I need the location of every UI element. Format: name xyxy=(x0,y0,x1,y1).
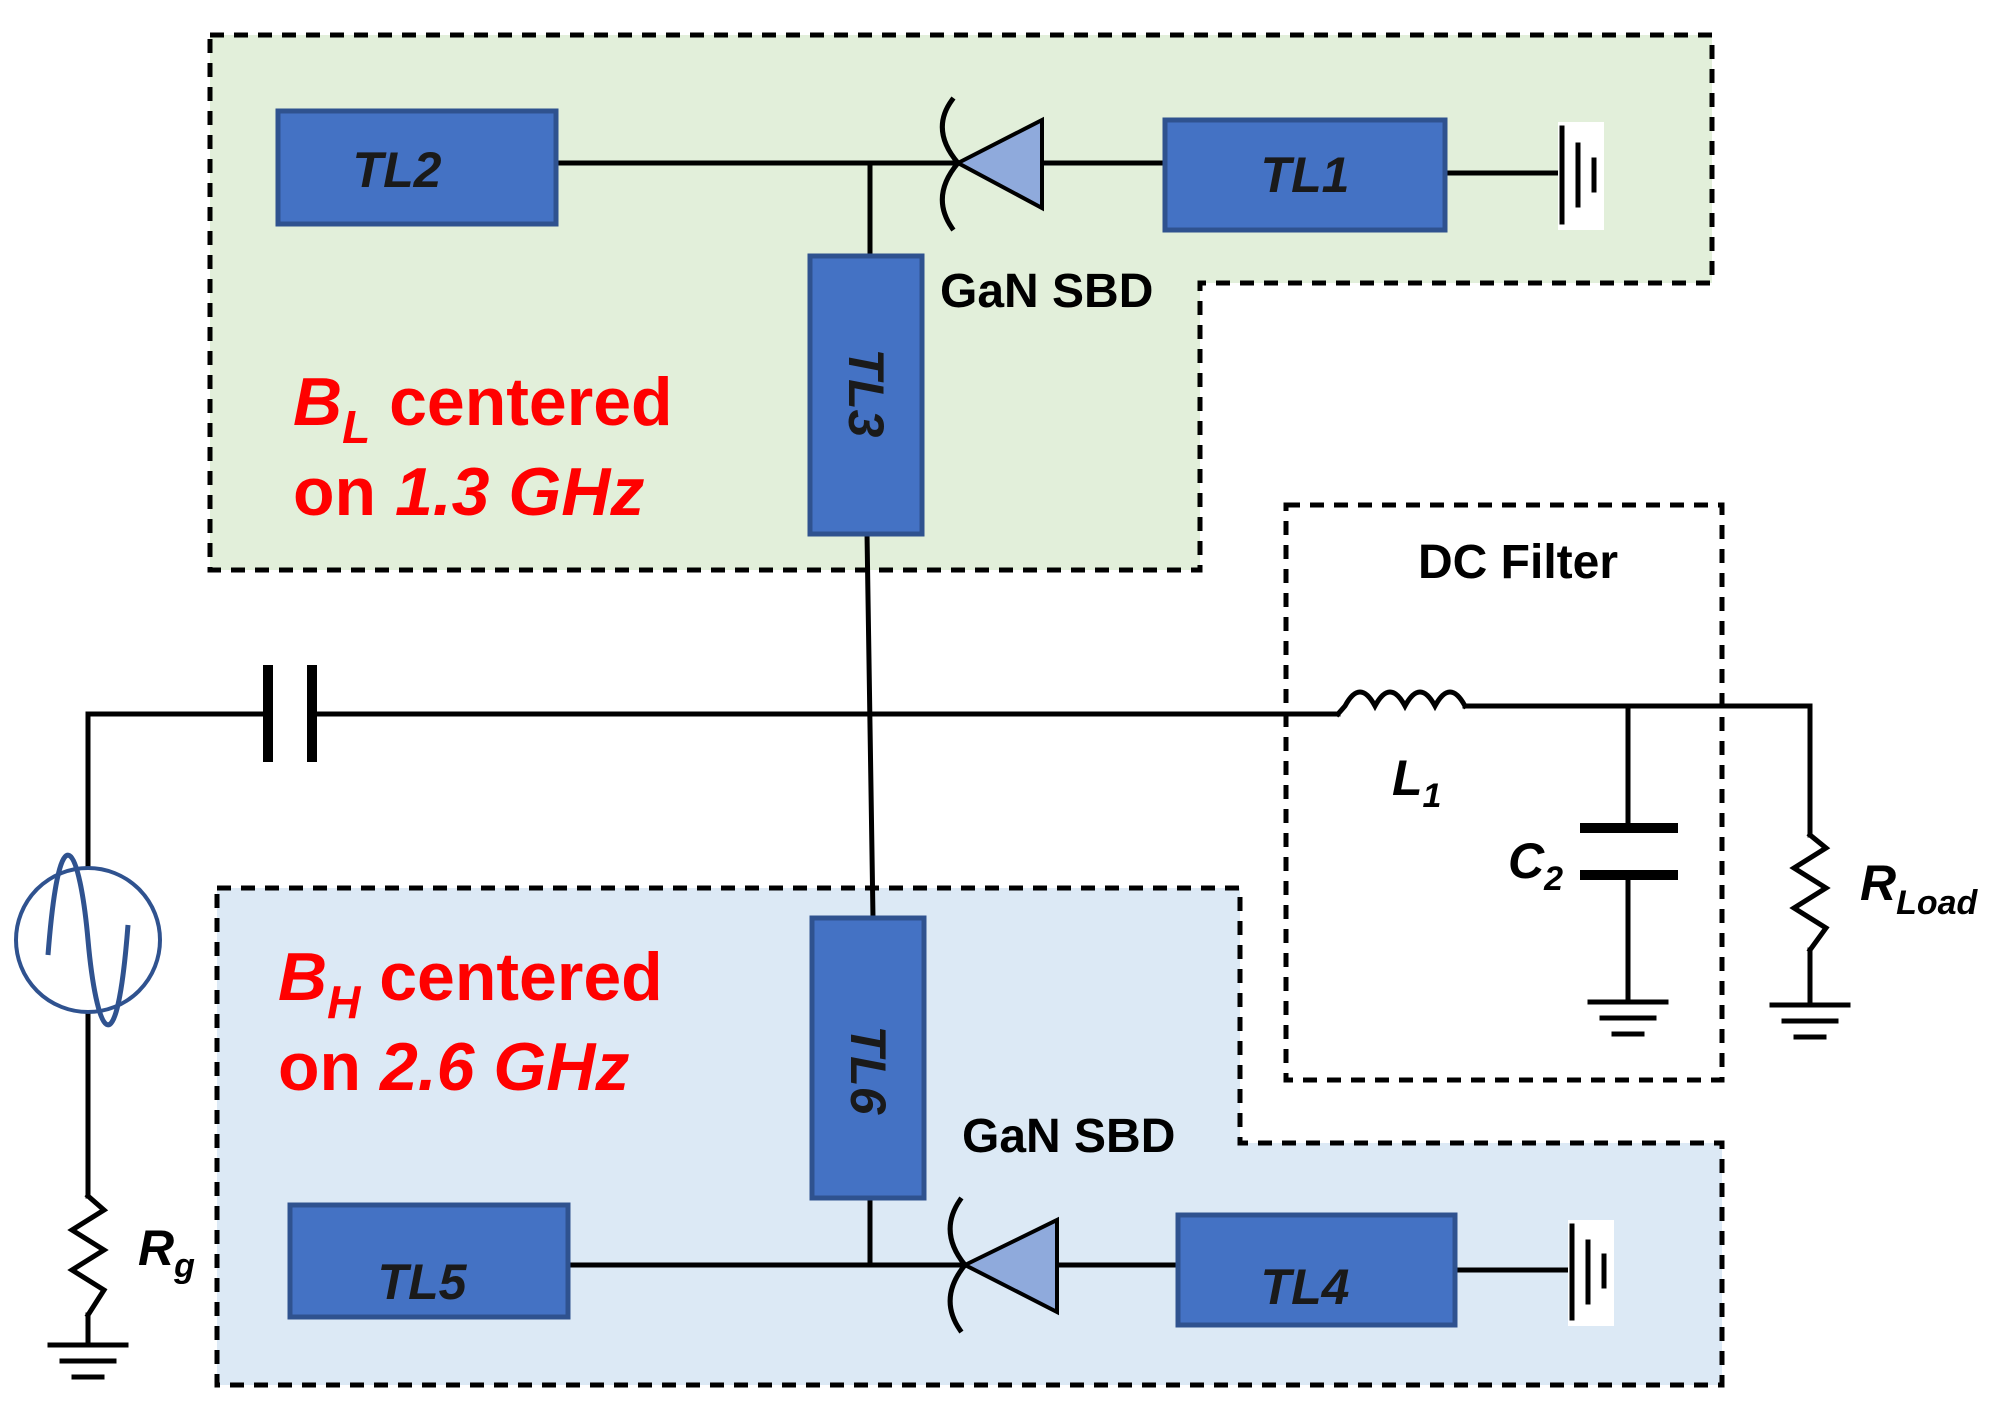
source-resistor-icon xyxy=(67,1192,109,1319)
svg-text:BL centered: BL centered xyxy=(293,364,673,453)
load-label-sub: Load xyxy=(1896,884,1978,922)
band-low-label: BL centered on 1.3 GHz xyxy=(293,364,673,530)
tl4-label: TL4 xyxy=(1261,1259,1350,1315)
capacitor-label-main: C xyxy=(1508,833,1545,889)
band-high-label: BH centered on 2.6 GHz xyxy=(278,939,663,1105)
diode-top-icon xyxy=(939,96,1044,232)
tl2-block: TL2 xyxy=(275,108,559,227)
diode-bottom-icon xyxy=(947,1196,1059,1334)
tl5-label: TL5 xyxy=(378,1254,468,1310)
load-label-main: R xyxy=(1860,855,1896,911)
diode-top-label: GaN SBD xyxy=(940,265,1153,318)
source-resistor-label: Rg xyxy=(138,1220,195,1285)
band-low-label-rest: centered xyxy=(370,364,672,440)
dc-filter-title: DC Filter xyxy=(1418,536,1618,589)
ground-bottom-icon xyxy=(1568,1220,1614,1326)
ground-source-icon xyxy=(47,1342,129,1380)
series-capacitor-icon xyxy=(263,665,317,762)
capacitor-label-sub: 2 xyxy=(1543,860,1563,898)
band-high-label-on: on xyxy=(278,1029,380,1105)
band-high-label-freq: 2.6 GHz xyxy=(378,1029,629,1105)
tl1-block: TL1 xyxy=(1162,117,1448,233)
tl1-label: TL1 xyxy=(1261,147,1350,203)
tl3-block: TL3 xyxy=(807,253,925,537)
band-high-label-b: B xyxy=(278,939,327,1015)
tl6-block: TL6 xyxy=(809,915,927,1201)
band-high-label-rest: centered xyxy=(360,939,662,1015)
svg-text:BH centered: BH centered xyxy=(278,939,663,1028)
svg-text:on 2.6 GHz: on 2.6 GHz xyxy=(278,1029,629,1105)
band-high-label-sub: H xyxy=(327,976,361,1028)
tl5-block: TL5 xyxy=(287,1202,571,1320)
source-resistor-label-sub: g xyxy=(173,1247,195,1285)
tl6-label: TL6 xyxy=(840,1026,896,1116)
ground-load-icon xyxy=(1769,1002,1851,1040)
ground-capacitor-icon xyxy=(1587,999,1669,1037)
band-low-label-on: on xyxy=(293,454,395,530)
inductor-label: L1 xyxy=(1392,750,1441,815)
band-low-label-sub: L xyxy=(342,401,370,453)
tl4-block: TL4 xyxy=(1175,1212,1458,1328)
source-resistor-label-main: R xyxy=(138,1220,174,1276)
diode-bottom-label: GaN SBD xyxy=(962,1110,1175,1163)
wires xyxy=(85,160,1813,1348)
capacitor-label: C2 xyxy=(1508,833,1563,898)
ground-top-icon xyxy=(1558,122,1604,230)
shunt-capacitor-icon xyxy=(1580,823,1678,880)
ac-source-icon xyxy=(14,852,162,1028)
tl2-label: TL2 xyxy=(353,142,442,198)
band-low-label-b: B xyxy=(293,364,342,440)
load-resistor-icon xyxy=(1789,831,1831,954)
inductor-label-sub: 1 xyxy=(1423,777,1442,815)
load-label: RLoad xyxy=(1860,855,1979,922)
tl3-label: TL3 xyxy=(838,349,894,438)
band-low-label-freq: 1.3 GHz xyxy=(395,454,644,530)
inductor-label-main: L xyxy=(1392,750,1423,806)
svg-text:on 1.3 GHz: on 1.3 GHz xyxy=(293,454,644,530)
dc-filter-region xyxy=(1283,502,1725,1083)
inductor-icon xyxy=(1334,689,1469,718)
